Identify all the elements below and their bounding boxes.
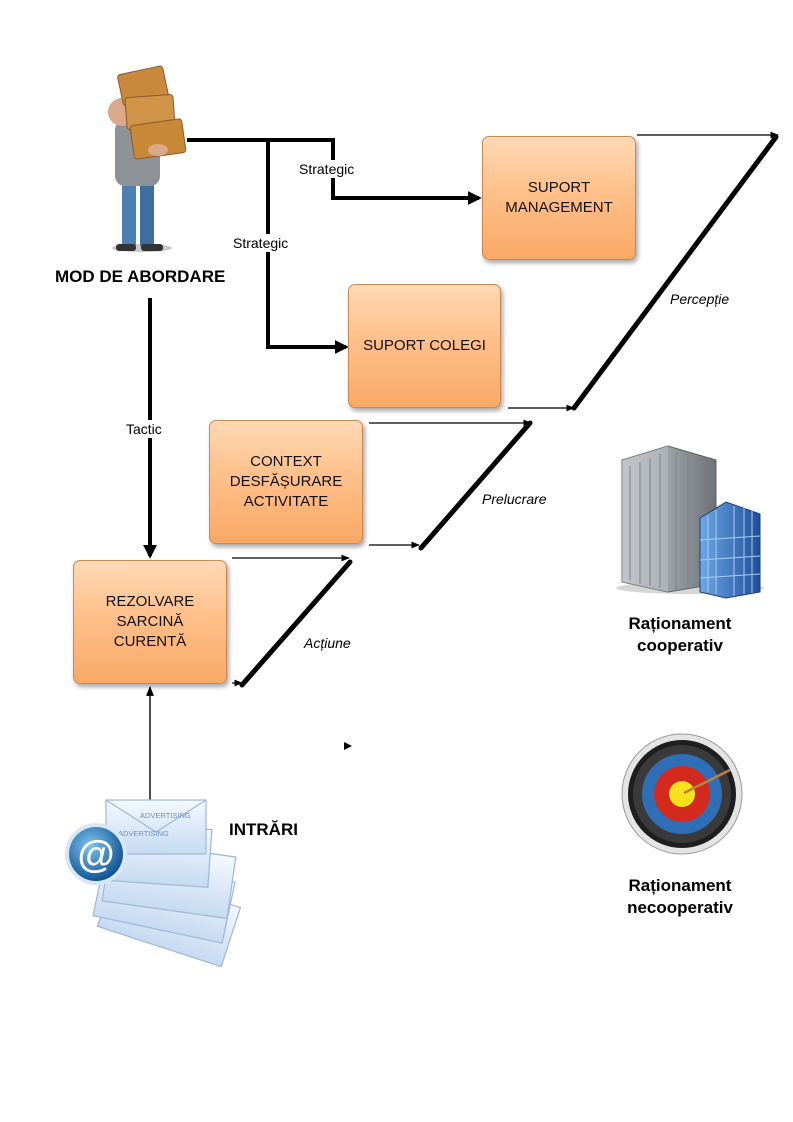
label-intrari: INTRĂRI	[229, 820, 298, 839]
svg-text:ADVERTISING: ADVERTISING	[118, 829, 169, 838]
svg-text:@: @	[77, 834, 114, 876]
label-perceptie: Percepție	[670, 291, 730, 307]
label-prelucrare: Prelucrare	[482, 491, 547, 507]
small-arrowhead-icon	[344, 742, 352, 750]
box-suport-colegi: SUPORT COLEGI	[348, 284, 501, 408]
label-mod-de-abordare: MOD DE ABORDARE	[55, 267, 226, 286]
svg-text:ADVERTISING: ADVERTISING	[140, 811, 191, 820]
email-envelopes-icon: ADVERTISING ADVERTISING @	[65, 799, 242, 968]
target-icon	[621, 733, 743, 855]
label-tactic: Tactic	[126, 420, 162, 438]
label-actiune: Acțiune	[304, 635, 351, 651]
stage-arrows	[232, 131, 779, 687]
office-buildings-icon	[616, 445, 764, 599]
label-strategic-left: Strategic	[233, 234, 289, 252]
legend-rationament-cooperativ: Raționament cooperativ	[628, 614, 732, 655]
person-carrying-boxes-icon	[108, 65, 187, 252]
stage-line	[239, 134, 779, 688]
label-strategic-top: Strategic	[299, 160, 355, 178]
legend-rationament-necooperativ: Raționament necooperativ	[627, 876, 733, 917]
